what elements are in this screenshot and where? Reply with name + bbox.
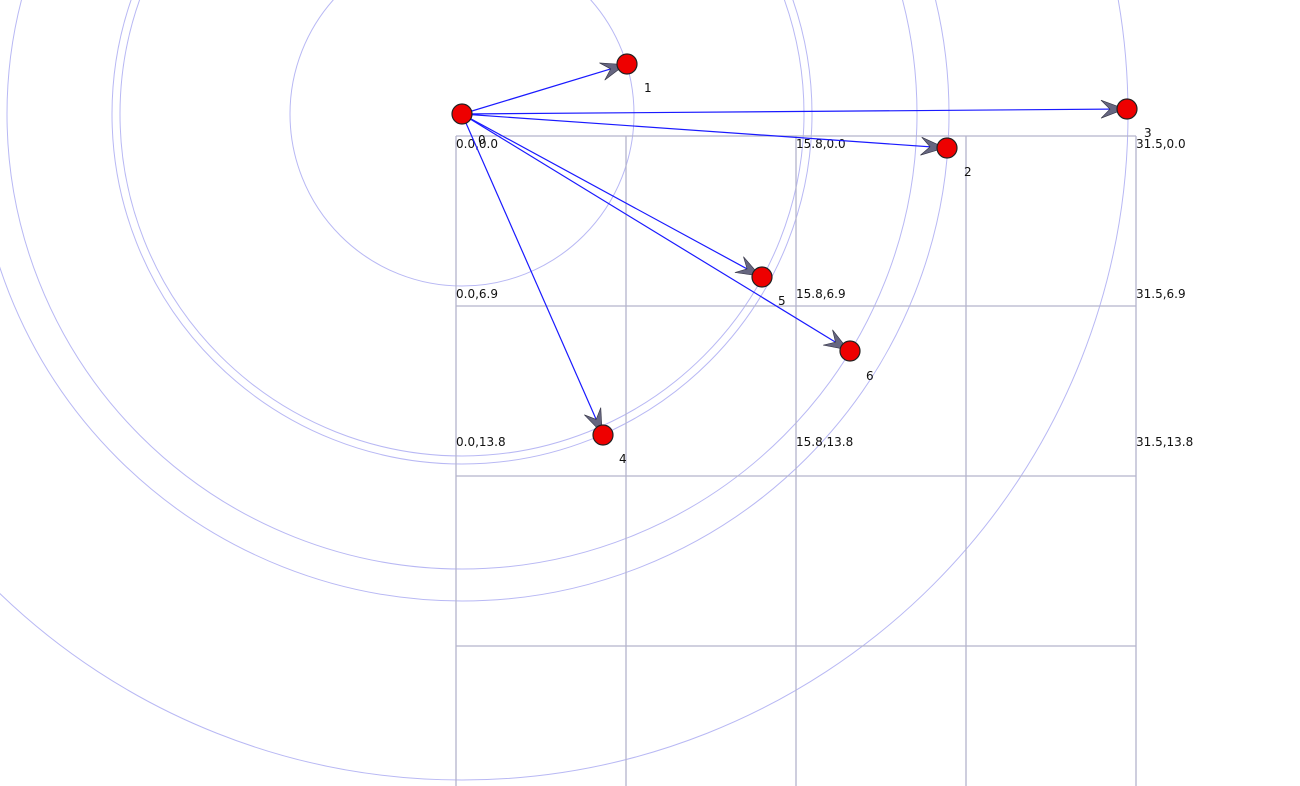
grid-label-2-0: 31.5,0.0 <box>1136 137 1186 151</box>
grid-label-1-1: 15.8,6.9 <box>796 287 846 301</box>
distance-ring <box>0 0 1129 781</box>
edge-0-1 <box>461 64 626 115</box>
node-5[interactable]: 5 <box>751 266 786 308</box>
arrowhead-icon <box>920 136 946 156</box>
distance-ring <box>6 0 918 570</box>
grid-label-2-2: 31.5,13.8 <box>1136 435 1193 449</box>
node-label: 0 <box>478 133 486 147</box>
graph-nodes: 0 1 2 3 4 5 6 <box>451 53 1152 466</box>
edge-0-5 <box>461 113 761 277</box>
grid-label-0-2: 0.0,13.8 <box>456 435 506 449</box>
distance-ring <box>0 0 950 602</box>
node-label: 2 <box>964 165 972 179</box>
node-4[interactable]: 4 <box>592 424 627 466</box>
graph-edges <box>461 62 1126 434</box>
node-circle[interactable] <box>751 266 773 288</box>
node-circle[interactable] <box>592 424 614 446</box>
node-circle[interactable] <box>1116 98 1138 120</box>
edge-0-3 <box>461 108 1126 115</box>
node-6[interactable]: 6 <box>839 340 874 383</box>
distance-ring <box>289 0 635 287</box>
grid-label-1-2: 15.8,13.8 <box>796 435 853 449</box>
node-circle[interactable] <box>936 137 958 159</box>
node-0[interactable]: 0 <box>451 103 486 147</box>
edge-0-4 <box>461 113 603 434</box>
grid-coordinate-labels: 0.0,0.0 15.8,0.0 31.5,0.0 0.0,6.9 15.8,6… <box>456 137 1193 449</box>
node-circle[interactable] <box>839 340 861 362</box>
distance-ring <box>119 0 805 457</box>
node-label: 4 <box>619 452 627 466</box>
node-label: 3 <box>1144 126 1152 140</box>
grid-label-0-1: 0.0,6.9 <box>456 287 498 301</box>
node-1[interactable]: 1 <box>616 53 652 95</box>
node-3[interactable]: 3 <box>1116 98 1152 140</box>
node-circle[interactable] <box>451 103 473 125</box>
arrowhead-icon <box>1100 99 1126 119</box>
node-label: 5 <box>778 294 786 308</box>
node-label: 6 <box>866 369 874 383</box>
edge-0-6 <box>461 113 849 351</box>
distance-rings <box>0 0 1129 781</box>
edge-0-2 <box>461 113 946 149</box>
distance-ring <box>111 0 813 465</box>
node-2[interactable]: 2 <box>936 137 972 179</box>
grid-label-2-1: 31.5,6.9 <box>1136 287 1186 301</box>
node-label: 1 <box>644 81 652 95</box>
grid-label-0-0: 0.0,0.0 <box>456 137 498 151</box>
node-circle[interactable] <box>616 53 638 75</box>
coordinate-grid <box>455 135 1137 786</box>
